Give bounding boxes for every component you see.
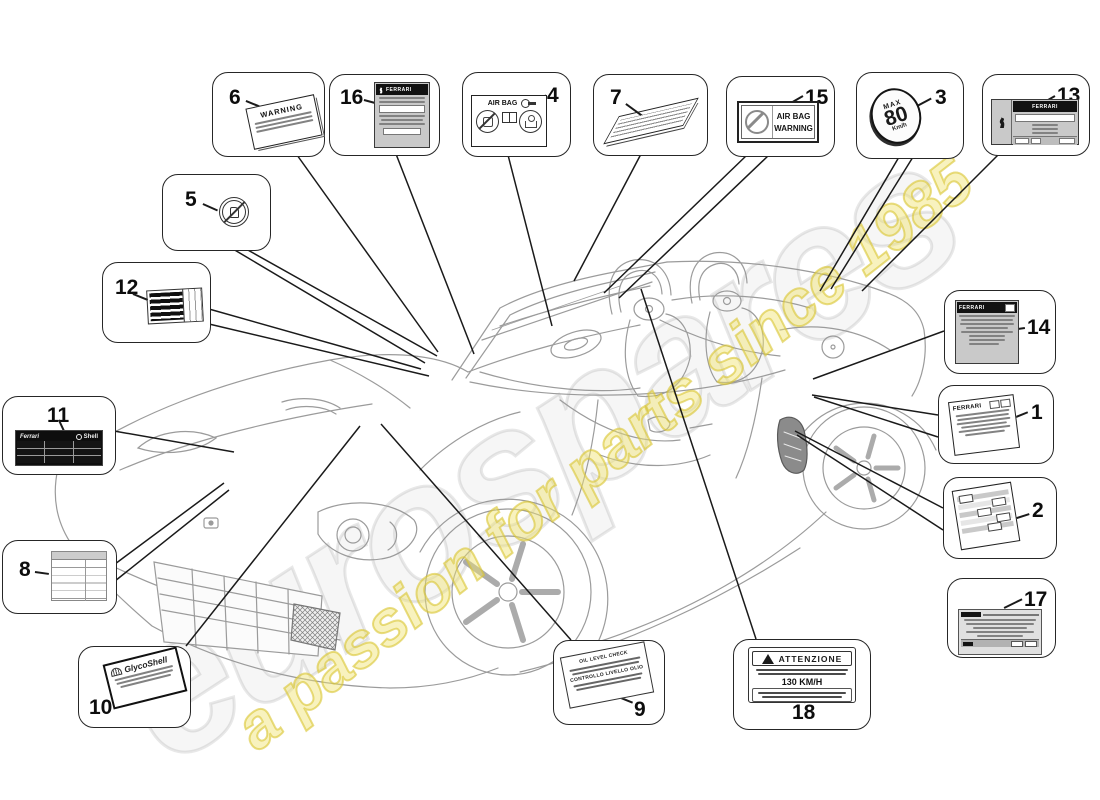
- callout-13[interactable]: 13 FERRARI: [982, 74, 1090, 156]
- callout-number: 2: [1032, 499, 1044, 522]
- callout-14[interactable]: 14 FERRARI: [944, 290, 1056, 374]
- shell-logo-icon: [109, 666, 123, 678]
- callout-number: 1: [1031, 401, 1043, 424]
- label-attenzione-speed-limit: ATTENZIONE 130 KM/H: [748, 647, 856, 703]
- callout-number: 18: [792, 701, 816, 724]
- key-icon: [521, 99, 537, 108]
- leader-line-12: [208, 308, 430, 377]
- warning-triangle-icon: [761, 653, 774, 664]
- label-tyre-pressure-plate: [951, 481, 1021, 551]
- callout-6[interactable]: 6 WARNING: [212, 72, 325, 157]
- callout-2[interactable]: 2: [943, 477, 1057, 559]
- belted-seat-icon: [519, 110, 542, 133]
- leader-line-13: [861, 153, 1000, 292]
- pointer-line: [202, 203, 218, 212]
- seat-icon: [501, 112, 517, 123]
- label-airbag-pictograms: AIR BAG: [471, 95, 547, 147]
- callout-number: 8: [19, 558, 31, 581]
- callout-number: 6: [229, 86, 241, 109]
- label-data-table-sticker: [51, 551, 107, 601]
- leader-line-5: [232, 248, 438, 364]
- label-ferrari-document: FERRARI: [955, 300, 1019, 364]
- label-ferrari-shell-plate: Ferrari Shell: [15, 430, 103, 466]
- callout-number: 7: [610, 86, 622, 109]
- label-ferrari-plate: FERRARI: [991, 99, 1079, 145]
- callout-1[interactable]: 1 FERRARI: [938, 385, 1054, 464]
- callout-11[interactable]: 11 Ferrari Shell: [2, 396, 116, 475]
- leader-line-16: [395, 153, 475, 355]
- leader-line-18: [640, 288, 757, 640]
- leader-line-8: [114, 482, 230, 582]
- prancing-horse-icon: [999, 117, 1004, 128]
- callout-7[interactable]: 7: [593, 74, 708, 156]
- leader-line-3: [819, 156, 914, 292]
- label-max-speed-disc: MAX 80 Km/h: [863, 81, 929, 151]
- callout-18[interactable]: 18 ATTENZIONE 130 KM/H: [733, 639, 871, 730]
- callout-number: 12: [115, 276, 139, 299]
- leader-line-10: [185, 425, 361, 647]
- callout-number: 10: [89, 696, 113, 719]
- callout-3[interactable]: 3 MAX 80 Km/h: [856, 72, 964, 159]
- no-child-seat-icon: [476, 110, 499, 133]
- label-warning-sticker: WARNING: [245, 94, 323, 150]
- callout-9[interactable]: 9 OIL LEVEL CHECK CONTROLLO LIVELLO OLIO: [553, 640, 665, 725]
- leader-line-7: [573, 153, 642, 282]
- leader-line-2: [794, 430, 944, 531]
- callout-12[interactable]: 12: [102, 262, 211, 343]
- callout-number: 9: [634, 698, 646, 721]
- callout-number: 5: [185, 188, 197, 211]
- callout-number: 14: [1027, 316, 1051, 339]
- shell-logo-icon: [75, 433, 82, 440]
- callout-4[interactable]: 4 AIR BAG: [462, 72, 571, 157]
- callout-17[interactable]: 17: [947, 578, 1056, 658]
- leader-line-1: [811, 394, 939, 438]
- label-emission-plate: [958, 609, 1042, 655]
- label-striped-code-sticker: [146, 287, 204, 325]
- leader-line-4: [507, 154, 553, 327]
- callout-16[interactable]: 16 FERRARI: [329, 74, 440, 156]
- label-glycoshell-coolant: GlycoShell: [102, 646, 188, 710]
- label-vehicle-data-plate: FERRARI: [947, 394, 1021, 456]
- leader-line-14: [812, 330, 945, 380]
- prancing-horse-icon: [379, 86, 383, 93]
- pointer-line: [34, 571, 49, 575]
- label-ferrari-document: FERRARI: [374, 82, 430, 148]
- pointer-line: [1003, 598, 1023, 609]
- leader-line-11: [113, 430, 235, 453]
- callout-number: 11: [47, 404, 70, 427]
- leader-line-9: [380, 423, 572, 641]
- leader-line-6: [296, 154, 439, 353]
- callout-number: 4: [547, 84, 559, 107]
- leader-line-15: [603, 154, 770, 299]
- callout-number: 16: [340, 86, 364, 109]
- prohibition-icon: [745, 110, 769, 134]
- callout-10[interactable]: 10 GlycoShell: [78, 646, 191, 728]
- callout-8[interactable]: 8: [2, 540, 117, 614]
- callout-number: 3: [935, 86, 947, 109]
- label-no-child-seat-roundel: [219, 197, 249, 227]
- callout-number: 17: [1024, 588, 1048, 611]
- callout-5[interactable]: 5: [162, 174, 271, 251]
